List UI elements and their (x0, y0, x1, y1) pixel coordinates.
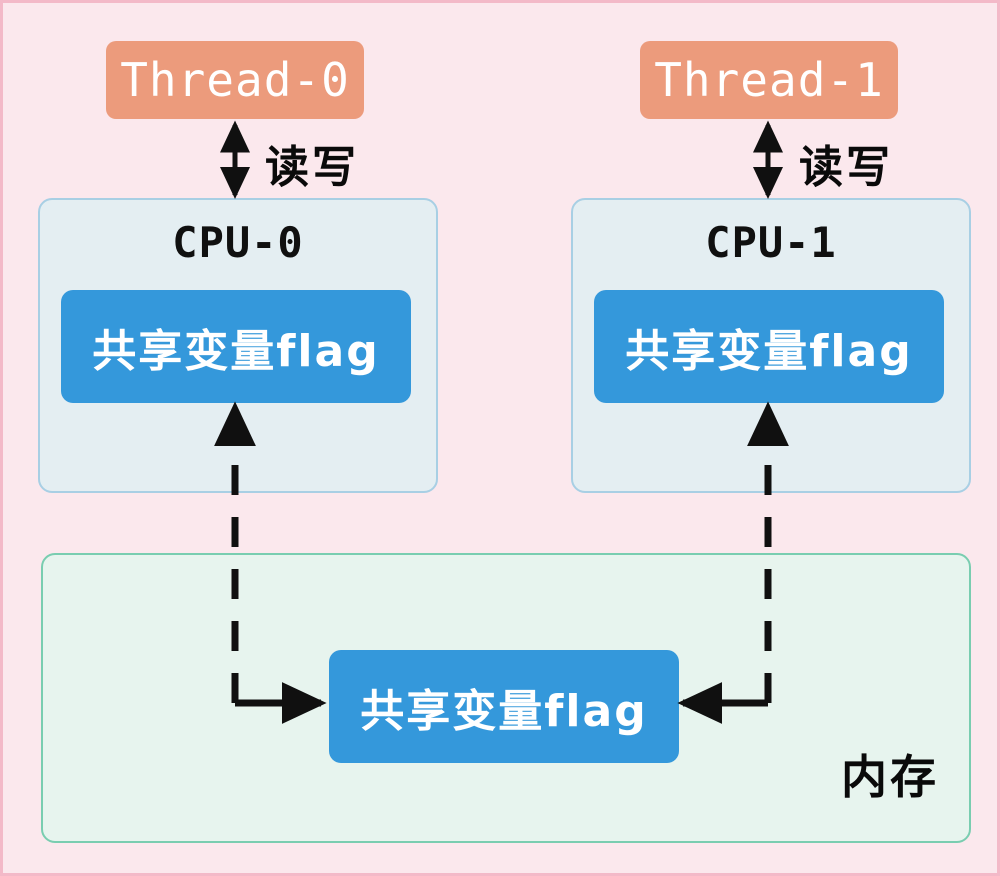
memory-label: 内存 (841, 750, 939, 804)
thread-1-label: Thread-1 (654, 53, 884, 107)
cpu-0-cache-flag-box: 共享变量flag (61, 290, 411, 403)
read-write-label-left: 读写 (265, 142, 359, 193)
read-write-label-right: 读写 (799, 142, 893, 193)
thread-1-box: Thread-1 (640, 41, 898, 119)
cpu-0-cache-flag-label: 共享变量flag (92, 325, 380, 377)
cpu-1-cache-flag-box: 共享变量flag (594, 290, 944, 403)
cpu-1-label: CPU-1 (705, 218, 837, 267)
cpu-0-label: CPU-0 (172, 218, 304, 267)
thread-0-box: Thread-0 (106, 41, 364, 119)
memory-container: 共享变量flag 内存 (41, 553, 971, 843)
thread-0-label: Thread-0 (120, 53, 350, 107)
cpu-1-cache-flag-label: 共享变量flag (625, 325, 913, 377)
memory-flag-box: 共享变量flag (329, 650, 679, 763)
cpu-1-container: CPU-1 共享变量flag (571, 198, 971, 493)
cpu-0-container: CPU-0 共享变量flag (38, 198, 438, 493)
memory-flag-label: 共享变量flag (360, 685, 648, 737)
